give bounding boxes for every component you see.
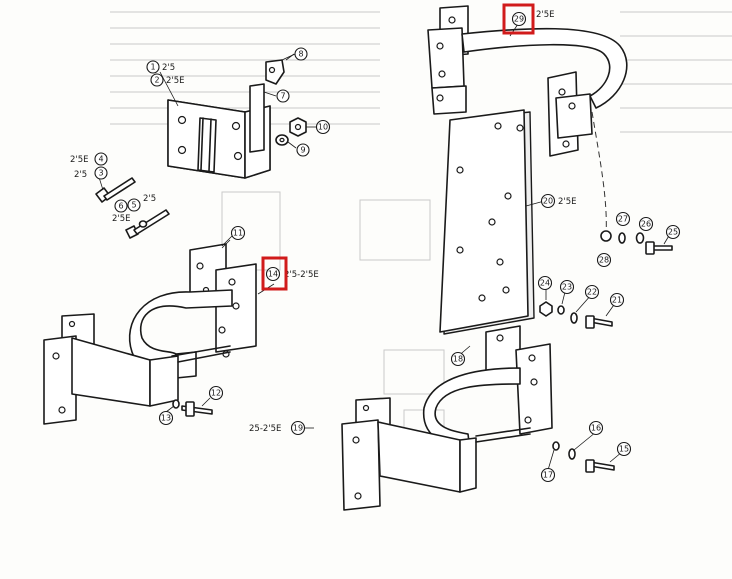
nut-part-24 — [539, 301, 553, 317]
svg-text:9: 9 — [300, 146, 305, 155]
washer-part-27 — [618, 232, 626, 244]
callout-25: 25 — [665, 224, 681, 240]
svg-text:6: 6 — [118, 202, 123, 211]
hinge-assembly-upper-right — [427, 5, 628, 157]
leader-lines — [159, 23, 671, 471]
hinge-assembly-lower-right — [341, 325, 553, 511]
washer-part-23 — [557, 305, 565, 315]
callout-28: 28 — [596, 252, 612, 268]
callout-15: 15 — [616, 441, 632, 457]
callout-22: 22 — [584, 284, 600, 300]
washer-part-13 — [172, 399, 180, 409]
svg-text:15: 15 — [619, 445, 629, 454]
svg-text:23: 23 — [562, 283, 572, 292]
callout-4: 4 — [94, 152, 108, 166]
clip-part-8 — [265, 53, 296, 85]
label-6: 2'5E — [112, 214, 131, 224]
label-4: 2'5E — [70, 155, 89, 165]
callout-3: 3 — [94, 166, 108, 180]
callout-5: 5 — [127, 198, 141, 212]
callout-27: 27 — [615, 211, 631, 227]
callout-21: 21 — [609, 292, 625, 308]
svg-text:29: 29 — [514, 15, 524, 24]
callout-12: 12 — [208, 385, 224, 401]
label-19: 25-2'5E — [249, 424, 281, 434]
callout-13: 13 — [158, 410, 174, 426]
svg-text:20: 20 — [543, 197, 553, 206]
label-1: 2'5 — [162, 63, 175, 73]
svg-text:12: 12 — [211, 389, 221, 398]
background-bleed-through — [110, 11, 732, 445]
callout-16: 16 — [588, 420, 604, 436]
highlight-box-14 — [261, 256, 288, 291]
svg-text:10: 10 — [318, 123, 328, 132]
svg-text:14: 14 — [268, 270, 278, 279]
bolt-part-15 — [585, 459, 615, 473]
bolt-part-25 — [645, 241, 673, 255]
washer-part-9 — [275, 134, 297, 149]
bracket-part-7 — [249, 83, 277, 153]
svg-text:25: 25 — [668, 228, 678, 237]
svg-text:22: 22 — [587, 288, 597, 297]
svg-text:28: 28 — [599, 256, 609, 265]
label-29: 2'5E — [536, 10, 555, 20]
callout-26: 26 — [638, 216, 654, 232]
svg-text:11: 11 — [233, 229, 243, 238]
dashed-guide-line — [591, 111, 607, 237]
callout-6: 6 — [114, 199, 128, 213]
label-3: 2'5 — [74, 170, 87, 180]
mounting-plate-part-20 — [439, 109, 535, 335]
svg-text:17: 17 — [543, 471, 553, 480]
bolt-part-12 — [181, 401, 213, 417]
svg-text:13: 13 — [161, 414, 171, 423]
washer-part-26 — [635, 232, 645, 244]
callout-8: 8 — [294, 47, 308, 61]
highlight-box-29 — [502, 3, 535, 35]
svg-text:18: 18 — [453, 355, 463, 364]
label-20: 2'5E — [558, 197, 577, 207]
nut-part-10 — [289, 117, 316, 137]
hinge-assembly-left — [43, 235, 257, 425]
washer-part-28 — [600, 230, 612, 242]
bolt-part-3 — [95, 173, 136, 203]
callout-18: 18 — [450, 351, 466, 367]
callout-2: 2 — [150, 73, 164, 87]
svg-text:5: 5 — [131, 201, 136, 210]
label-2: 2'5E — [166, 76, 185, 86]
callout-19: 19 — [290, 420, 306, 436]
callout-9: 9 — [296, 143, 310, 157]
svg-text:26: 26 — [641, 220, 651, 229]
callout-23: 23 — [559, 279, 575, 295]
svg-text:2: 2 — [154, 76, 159, 85]
svg-text:7: 7 — [280, 92, 285, 101]
callout-24: 24 — [537, 275, 553, 291]
label-5: 2'5 — [143, 194, 156, 204]
svg-text:3: 3 — [98, 169, 103, 178]
callout-29: 29 — [511, 11, 527, 27]
washer-part-17 — [552, 441, 560, 451]
label-14: 2'5-2'5E — [284, 270, 319, 280]
svg-text:24: 24 — [540, 279, 550, 288]
svg-text:8: 8 — [298, 50, 303, 59]
callout-10: 10 — [315, 119, 331, 135]
svg-text:21: 21 — [612, 296, 622, 305]
washer-part-16 — [568, 448, 576, 460]
svg-text:16: 16 — [591, 424, 601, 433]
bolt-part-5 — [125, 209, 170, 239]
washer-part-22 — [570, 312, 578, 324]
bolt-part-21 — [585, 315, 613, 329]
callout-7: 7 — [276, 89, 290, 103]
callout-20: 20 — [540, 193, 556, 209]
svg-text:1: 1 — [150, 63, 155, 72]
callout-11: 11 — [230, 225, 246, 241]
svg-text:27: 27 — [618, 215, 628, 224]
svg-text:4: 4 — [98, 155, 103, 164]
callout-1: 1 — [146, 60, 160, 74]
callout-17: 17 — [540, 467, 556, 483]
callout-14: 14 — [265, 266, 281, 282]
svg-text:19: 19 — [293, 424, 303, 433]
